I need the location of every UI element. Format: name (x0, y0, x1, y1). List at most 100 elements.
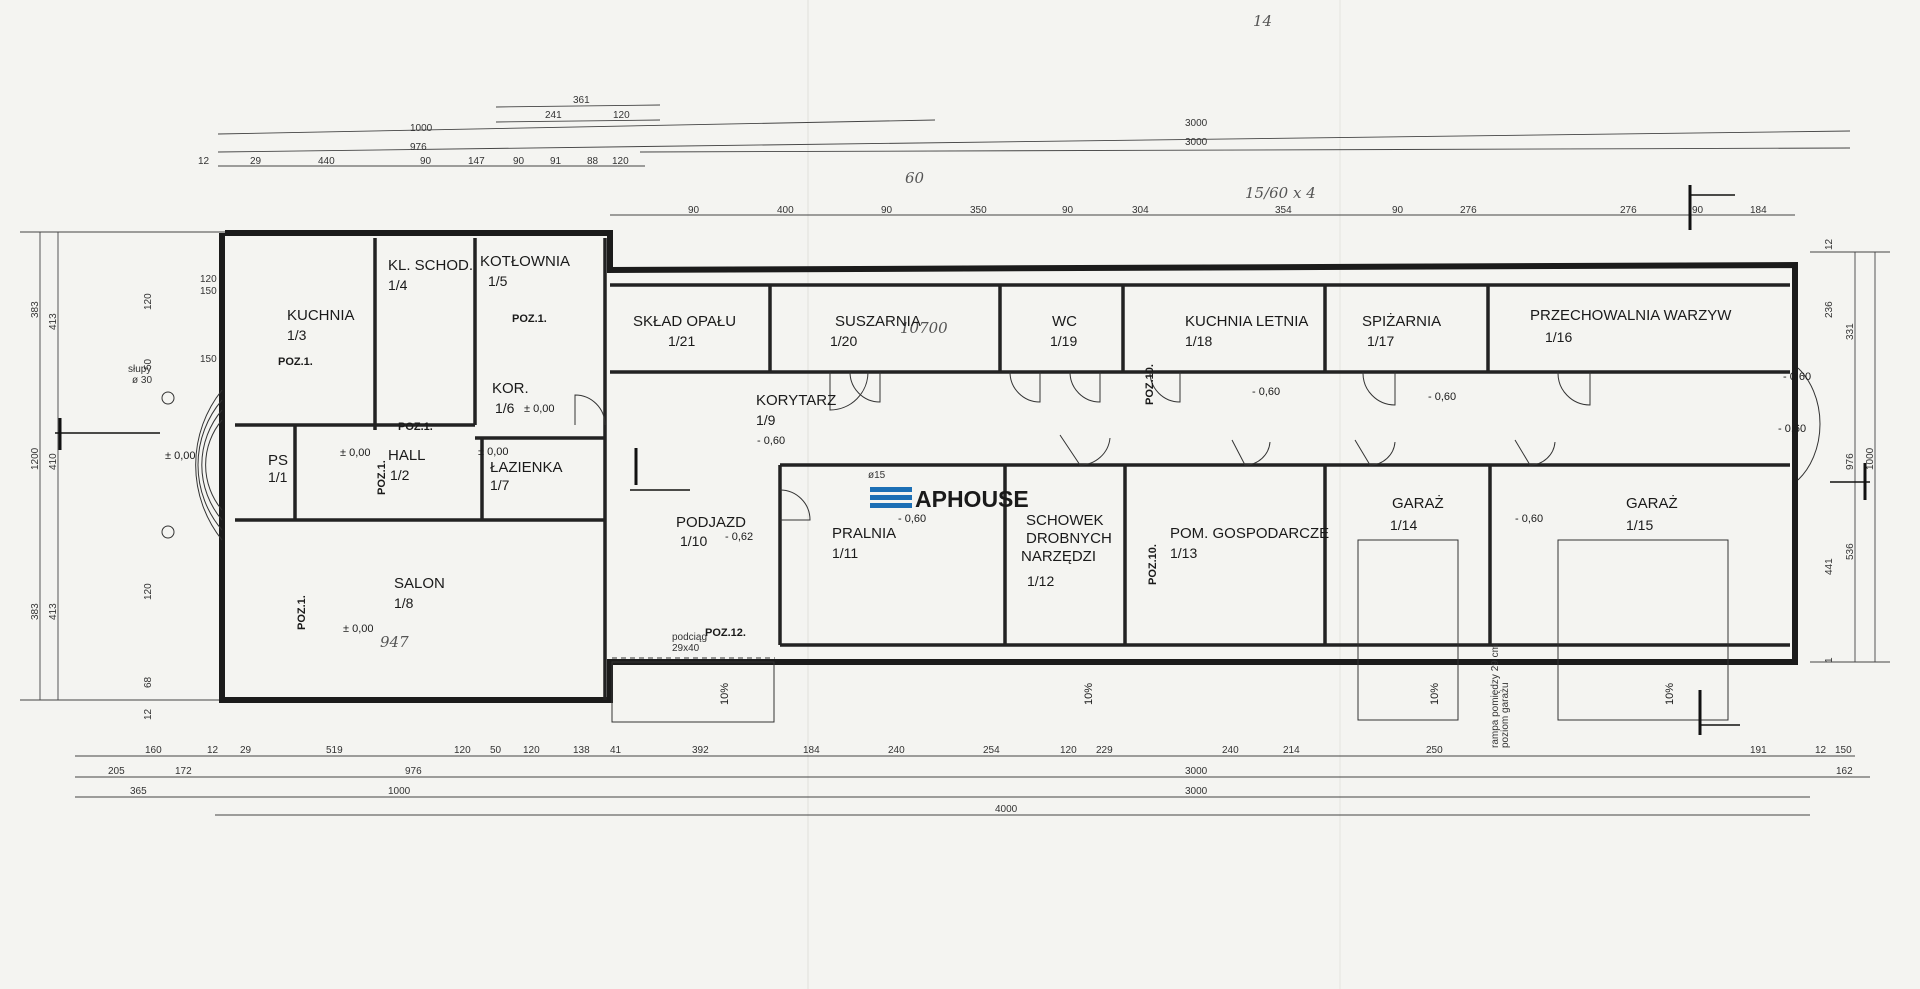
dim-bottom-1: 12 (207, 745, 219, 756)
handwritten-note-3: 947 (380, 633, 409, 651)
room-num-korytarz: 1/9 (756, 412, 776, 428)
left-dimensions: 383 413 120 1200 410 120 413 383 68 12 1… (20, 231, 230, 720)
dim-left-10: 120 (200, 274, 217, 285)
dim-bottom-4: 120 (454, 745, 471, 756)
dim-top2-6: 354 (1275, 205, 1292, 216)
room-num-sklad-opalu: 1/21 (668, 333, 695, 349)
poz-label-0: POZ.1. (278, 356, 313, 368)
dim-top-row-4: 147 (468, 156, 485, 167)
slope-labels: 10% 10% 10% 10% (719, 683, 1676, 705)
room-name-pom-gospodarcze: POM. GOSPODARCZE (1170, 525, 1329, 542)
slope-2: 10% (1429, 683, 1441, 705)
dim-bottom-2: 29 (240, 745, 252, 756)
dim-bottom3-1: 1000 (388, 786, 411, 797)
poz-label-4: POZ.1. (376, 460, 388, 495)
walls (219, 230, 1798, 703)
handwritten-note-2: 60 (905, 169, 925, 187)
room-name-sklad-opalu: SKŁAD OPAŁU (633, 313, 736, 330)
dim-bottom-16: 214 (1283, 745, 1300, 756)
room-num-salon: 1/8 (394, 595, 414, 611)
dim-top2-7: 90 (1392, 205, 1404, 216)
dim-left-6: 413 (48, 603, 59, 620)
dim-top-row-0: 12 (198, 156, 210, 167)
dim-top2-8: 276 (1460, 205, 1477, 216)
poz-label-1: POZ.1. (512, 313, 547, 325)
slope-0: 10% (719, 683, 731, 705)
room-num-ps: 1/1 (268, 469, 288, 485)
dim-bottom2-1: 172 (175, 766, 192, 777)
dim-right-1: 331 (1845, 323, 1856, 340)
dim-bottom2-4: 162 (1836, 766, 1853, 777)
aphouse-logo: APHOUSE (870, 486, 1029, 512)
logo-bar-3-icon (870, 503, 912, 508)
slope-1: 10% (1083, 683, 1095, 705)
room-name-przechowalnia: PRZECHOWALNIA WARZYW (1530, 307, 1732, 324)
poz-labels: POZ.1. POZ.1. POZ.1. POZ.1. POZ.1. POZ.1… (278, 313, 1159, 639)
dim-left-7: 383 (30, 603, 41, 620)
room-name-kor: KOR. (492, 380, 529, 397)
dim-top2-3: 350 (970, 205, 987, 216)
room-name-garaz-1: GARAŻ (1392, 494, 1444, 512)
room-name-suszarnia: SUSZARNIA (835, 313, 921, 330)
level-11: - 0,60 (1252, 386, 1280, 398)
dim-3000-top-b: 3000 (1185, 137, 1208, 148)
room-num-kl-schod: 1/4 (388, 277, 408, 293)
poz-label-2: POZ.1. (398, 421, 433, 433)
dim-top2-2: 90 (881, 205, 893, 216)
poz-label-7: POZ.12. (705, 627, 746, 639)
logo-text: APHOUSE (915, 486, 1029, 512)
dim-right-3: 1000 (1865, 447, 1876, 470)
room-num-garaz-2: 1/15 (1626, 517, 1653, 533)
garage-ramps (611, 539, 1729, 723)
dim-left-5: 120 (143, 583, 154, 600)
level-4: ± 0,00 (478, 446, 509, 458)
note-fi15: ø15 (868, 470, 886, 481)
dim-top-row-2: 440 (318, 156, 335, 167)
section-markers (55, 185, 1870, 735)
poz-label-5: POZ.10. (1144, 364, 1156, 405)
bottom-dimensions: 160 12 29 519 120 50 120 138 41 392 184 … (75, 745, 1870, 816)
room-name-kuchnia: KUCHNIA (287, 307, 355, 324)
room-num-garaz-1: 1/14 (1390, 517, 1417, 533)
dim-top-row-6: 91 (550, 156, 562, 167)
dim-bottom-9: 392 (692, 745, 709, 756)
slope-3: 10% (1664, 683, 1676, 705)
level-8: - 0,60 (1515, 513, 1543, 525)
level-1: ± 0,00 (165, 450, 196, 462)
logo-bar-2-icon (870, 495, 912, 500)
poz-label-3: POZ.1. (296, 595, 308, 630)
right-dimensions: 236 331 976 1000 536 441 12 1 (1810, 238, 1890, 663)
handwritten-note-4: 10700 (900, 319, 948, 337)
dim-top2-10: 90 (1692, 205, 1704, 216)
dim-left-13: 150 (200, 354, 217, 365)
dim-left-2: 120 (143, 293, 154, 310)
dim-bottom-total: 4000 (995, 804, 1018, 815)
dim-right-4: 536 (1845, 543, 1856, 560)
dim-right-7: 1 (1824, 657, 1835, 663)
dim-top-row-8: 120 (612, 156, 629, 167)
dim-left-0: 383 (30, 301, 41, 318)
dim-left-12: 50 (143, 358, 154, 370)
dim-bottom-20: 150 (1835, 745, 1852, 756)
dim-top-row-5: 90 (513, 156, 525, 167)
dim-3000-top-a: 3000 (1185, 118, 1208, 129)
room-num-kotlownia: 1/5 (488, 273, 508, 289)
room-num-kuchnia-letnia: 1/18 (1185, 333, 1212, 349)
level-12: - 0,60 (1428, 391, 1456, 403)
room-name-podjazd: PODJAZD (676, 514, 746, 531)
room-num-kuchnia: 1/3 (287, 327, 307, 343)
dim-bottom-3: 519 (326, 745, 343, 756)
dim-1000-top: 1000 (410, 123, 433, 134)
dim-bottom2-2: 976 (405, 766, 422, 777)
room-num-pom-gospodarcze: 1/13 (1170, 545, 1197, 561)
dim-top2-9: 276 (1620, 205, 1637, 216)
dim-bottom-5: 50 (490, 745, 502, 756)
right-bay (1797, 367, 1821, 481)
dim-361: 361 (573, 95, 590, 106)
level-0: ± 0,00 (524, 403, 555, 415)
dim-bottom-14: 229 (1096, 745, 1113, 756)
level-6: - 0,60 (898, 513, 926, 525)
dim-bottom-15: 240 (1222, 745, 1239, 756)
